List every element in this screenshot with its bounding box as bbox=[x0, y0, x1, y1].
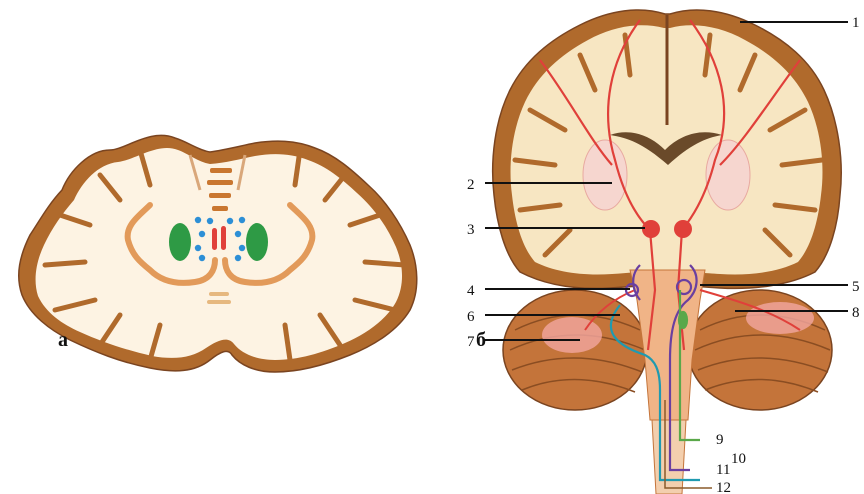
dentate-nucleus-left bbox=[542, 317, 602, 353]
callout-12: 12 bbox=[716, 480, 731, 494]
thalamus-right bbox=[706, 140, 750, 210]
callout-8: 8 bbox=[852, 305, 860, 321]
callout-11: 11 bbox=[716, 462, 730, 478]
callout-4: 4 bbox=[467, 283, 475, 299]
callout-2: 2 bbox=[467, 177, 475, 193]
callout-3: 3 bbox=[467, 222, 475, 238]
callout-6: 6 bbox=[467, 309, 475, 325]
panel-label-a: а bbox=[58, 329, 68, 351]
brain-coronal-section-icon bbox=[19, 135, 417, 372]
callout-7: 7 bbox=[467, 334, 475, 350]
green-nucleus-right bbox=[246, 223, 268, 261]
callout-1: 1 bbox=[852, 15, 860, 31]
callout-10: 10 bbox=[731, 451, 746, 467]
green-nucleus-left bbox=[169, 223, 191, 261]
red-nucleus-right bbox=[674, 220, 692, 238]
thalamus-left bbox=[583, 140, 627, 210]
callout-9: 9 bbox=[716, 432, 724, 448]
panel-label-b: б bbox=[476, 329, 486, 351]
brain-pathways-icon bbox=[493, 10, 842, 494]
callout-5: 5 bbox=[852, 279, 860, 295]
